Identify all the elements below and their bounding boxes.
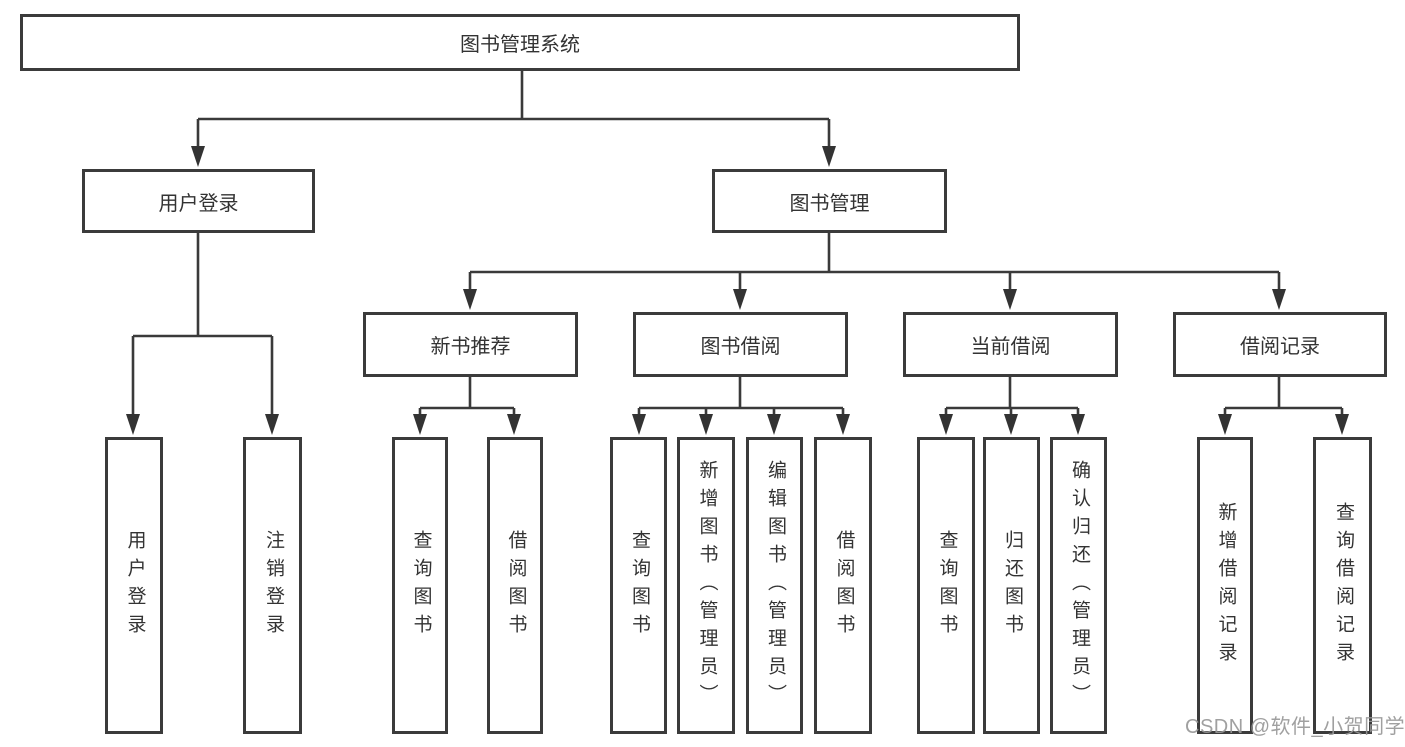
node-new-book-recommend-label: 新书推荐	[430, 336, 511, 358]
leaf-logout-label: 注销登录	[262, 529, 284, 642]
leaf-query-borrow-record-label: 查询借阅记录	[1332, 501, 1354, 670]
leaf-borrow-books-recommend-label: 借阅图书	[505, 529, 527, 642]
node-borrow-records: 借阅记录	[1173, 312, 1387, 377]
node-book-borrowing: 图书借阅	[633, 312, 848, 377]
leaf-query-books-current-label: 查询图书	[936, 529, 958, 642]
leaf-borrow-books-borrowing-label: 借阅图书	[833, 529, 855, 642]
leaf-add-borrow-record: 新增借阅记录	[1197, 437, 1253, 734]
node-current-borrowing-label: 当前借阅	[970, 336, 1051, 358]
node-book-management-label: 图书管理	[789, 192, 870, 215]
node-root-label: 图书管理系统	[460, 34, 580, 56]
leaf-return-book-label: 归还图书	[1001, 529, 1023, 642]
node-root: 图书管理系统	[20, 14, 1020, 71]
leaf-add-book-admin: 新增图书（管理员）	[677, 437, 735, 734]
node-current-borrowing: 当前借阅	[903, 312, 1118, 377]
leaf-user-login-label: 用户登录	[124, 529, 146, 642]
leaf-add-borrow-record-label: 新增借阅记录	[1215, 501, 1237, 670]
leaf-query-books-current: 查询图书	[917, 437, 975, 734]
leaf-add-book-admin-label: 新增图书（管理员）	[696, 459, 718, 712]
node-user-login: 用户登录	[82, 169, 315, 233]
leaf-query-books-recommend: 查询图书	[392, 437, 448, 734]
node-book-borrowing-label: 图书借阅	[700, 336, 781, 358]
node-user-login-label: 用户登录	[158, 192, 239, 215]
csdn-watermark: CSDN @软件_小贺同学	[1185, 716, 1405, 738]
leaf-borrow-books-borrowing: 借阅图书	[814, 437, 872, 734]
leaf-query-books-borrowing-label: 查询图书	[628, 529, 650, 642]
leaf-user-login: 用户登录	[105, 437, 163, 734]
leaf-edit-book-admin-label: 编辑图书（管理员）	[764, 459, 786, 712]
leaf-logout: 注销登录	[243, 437, 302, 734]
leaf-edit-book-admin: 编辑图书（管理员）	[746, 437, 803, 734]
leaf-return-book: 归还图书	[983, 437, 1040, 734]
leaf-confirm-return-admin-label: 确认归还（管理员）	[1068, 459, 1090, 712]
leaf-borrow-books-recommend: 借阅图书	[487, 437, 543, 734]
leaf-query-books-recommend-label: 查询图书	[410, 529, 432, 642]
leaf-query-borrow-record: 查询借阅记录	[1313, 437, 1372, 734]
leaf-query-books-borrowing: 查询图书	[610, 437, 667, 734]
node-new-book-recommend: 新书推荐	[363, 312, 578, 377]
node-book-management: 图书管理	[712, 169, 947, 233]
leaf-confirm-return-admin: 确认归还（管理员）	[1050, 437, 1107, 734]
node-borrow-records-label: 借阅记录	[1240, 336, 1320, 358]
